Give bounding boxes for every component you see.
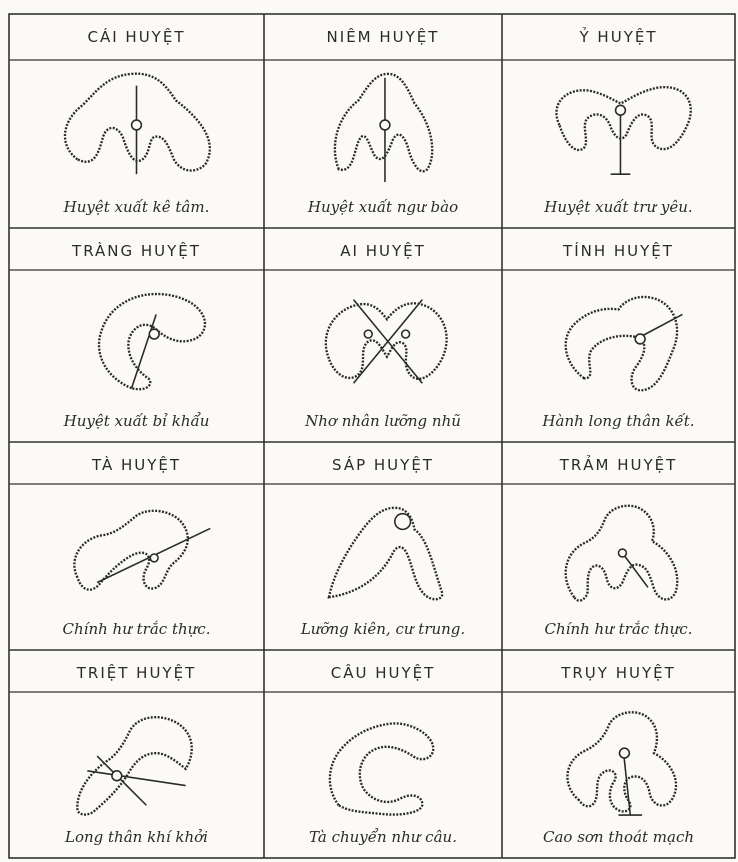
diagram-cell: TRIỆT HUYỆT Long thân khí khởi: [9, 650, 264, 858]
cell-title: AI HUYỆT: [264, 228, 502, 274]
cell-title: SÁP HUYỆT: [264, 442, 502, 488]
cell-title: TÀ HUYỆT: [9, 442, 264, 488]
mountain-figure: [9, 702, 264, 820]
mountain-outline: [326, 303, 447, 378]
cell-caption: Huyệt xuất bỉ khẩu: [13, 406, 260, 436]
cell-title: NIÊM HUYỆT: [264, 14, 502, 60]
mountain-outline: [556, 87, 690, 150]
diagram-cell: TRẢM HUYỆT Chính hư trắc thực.: [502, 442, 735, 650]
huyet-point: [364, 330, 372, 338]
cell-title: Ỷ HUYỆT: [502, 14, 735, 60]
cell-title: TRÀNG HUYỆT: [9, 228, 264, 274]
mountain-outline: [330, 723, 433, 814]
diagram-cell: TÍNH HUYỆT Hành long thân kết.: [502, 228, 735, 442]
mountain-figure: [502, 66, 735, 184]
mountain-outline: [74, 511, 187, 590]
mountain-figure: [264, 66, 502, 184]
huyet-point: [402, 330, 410, 338]
huyet-point: [112, 771, 122, 781]
mountain-figure: [9, 66, 264, 184]
diagram-cell: NIÊM HUYỆT Huyệt xuất ngư bào: [264, 14, 502, 228]
mountain-figure: [502, 494, 735, 612]
cell-caption: Huyệt xuất trư yêu.: [506, 192, 731, 222]
cell-title: TÍNH HUYỆT: [502, 228, 735, 274]
cell-title: TRỤY HUYỆT: [502, 650, 735, 696]
huyet-point: [616, 105, 626, 115]
huyet-point: [619, 549, 627, 557]
mountain-outline: [329, 508, 442, 600]
mountain-figure: [264, 280, 502, 398]
diagram-cell: TÀ HUYỆT Chính hư trắc thực.: [9, 442, 264, 650]
mountain-figure: [9, 494, 264, 612]
cell-caption: Cao sơn thoát mạch: [506, 822, 731, 852]
mountain-figure: [502, 280, 735, 398]
mountain-outline: [567, 712, 676, 811]
diagram-cell: CÂU HUYỆT Tà chuyển như câu.: [264, 650, 502, 858]
cell-caption: Chính hư trắc thực.: [13, 614, 260, 644]
mountain-outline: [566, 297, 677, 390]
huyet-point: [635, 334, 645, 344]
mountain-figure: [264, 702, 502, 820]
huyet-point: [132, 120, 142, 130]
diagram-cell: CÁI HUYỆT Huyệt xuất kê tâm.: [9, 14, 264, 228]
cell-caption: Huyệt xuất kê tâm.: [13, 192, 260, 222]
mountain-figure: [9, 280, 264, 398]
mountain-outline: [99, 294, 205, 389]
cell-caption: Tà chuyển như câu.: [268, 822, 498, 852]
cell-title: TRẢM HUYỆT: [502, 442, 735, 488]
cell-caption: Chính hư trắc thực.: [506, 614, 731, 644]
huyet-point: [150, 554, 158, 562]
cell-title: CÂU HUYỆT: [264, 650, 502, 696]
huyet-point: [619, 748, 629, 758]
mountain-figure: [502, 702, 735, 820]
cell-caption: Long thân khí khởi: [13, 822, 260, 852]
diagram-cell: SÁP HUYỆT Lưỡng kiên, cư trung.: [264, 442, 502, 650]
mountain-outline: [77, 717, 191, 814]
cell-title: CÁI HUYỆT: [9, 14, 264, 60]
huyet-point: [380, 120, 390, 130]
cell-caption: Lưỡng kiên, cư trung.: [268, 614, 498, 644]
huyet-point: [149, 329, 159, 339]
huyet-point: [395, 514, 411, 530]
mountain-figure: [264, 494, 502, 612]
cell-title: TRIỆT HUYỆT: [9, 650, 264, 696]
cell-caption: Hành long thân kết.: [506, 406, 731, 436]
diagram-cell: TRÀNG HUYỆT Huyệt xuất bỉ khẩu: [9, 228, 264, 442]
diagram-cell: TRỤY HUYỆT Cao sơn thoát mạch: [502, 650, 735, 858]
cell-caption: Nhơ nhân lưỡng nhũ: [268, 406, 498, 436]
diagram-cell: AI HUYỆT Nhơ nhân lưỡng nhũ: [264, 228, 502, 442]
cell-caption: Huyệt xuất ngư bào: [268, 192, 498, 222]
diagram-cell: Ỷ HUYỆT Huyệt xuất trư yêu.: [502, 14, 735, 228]
